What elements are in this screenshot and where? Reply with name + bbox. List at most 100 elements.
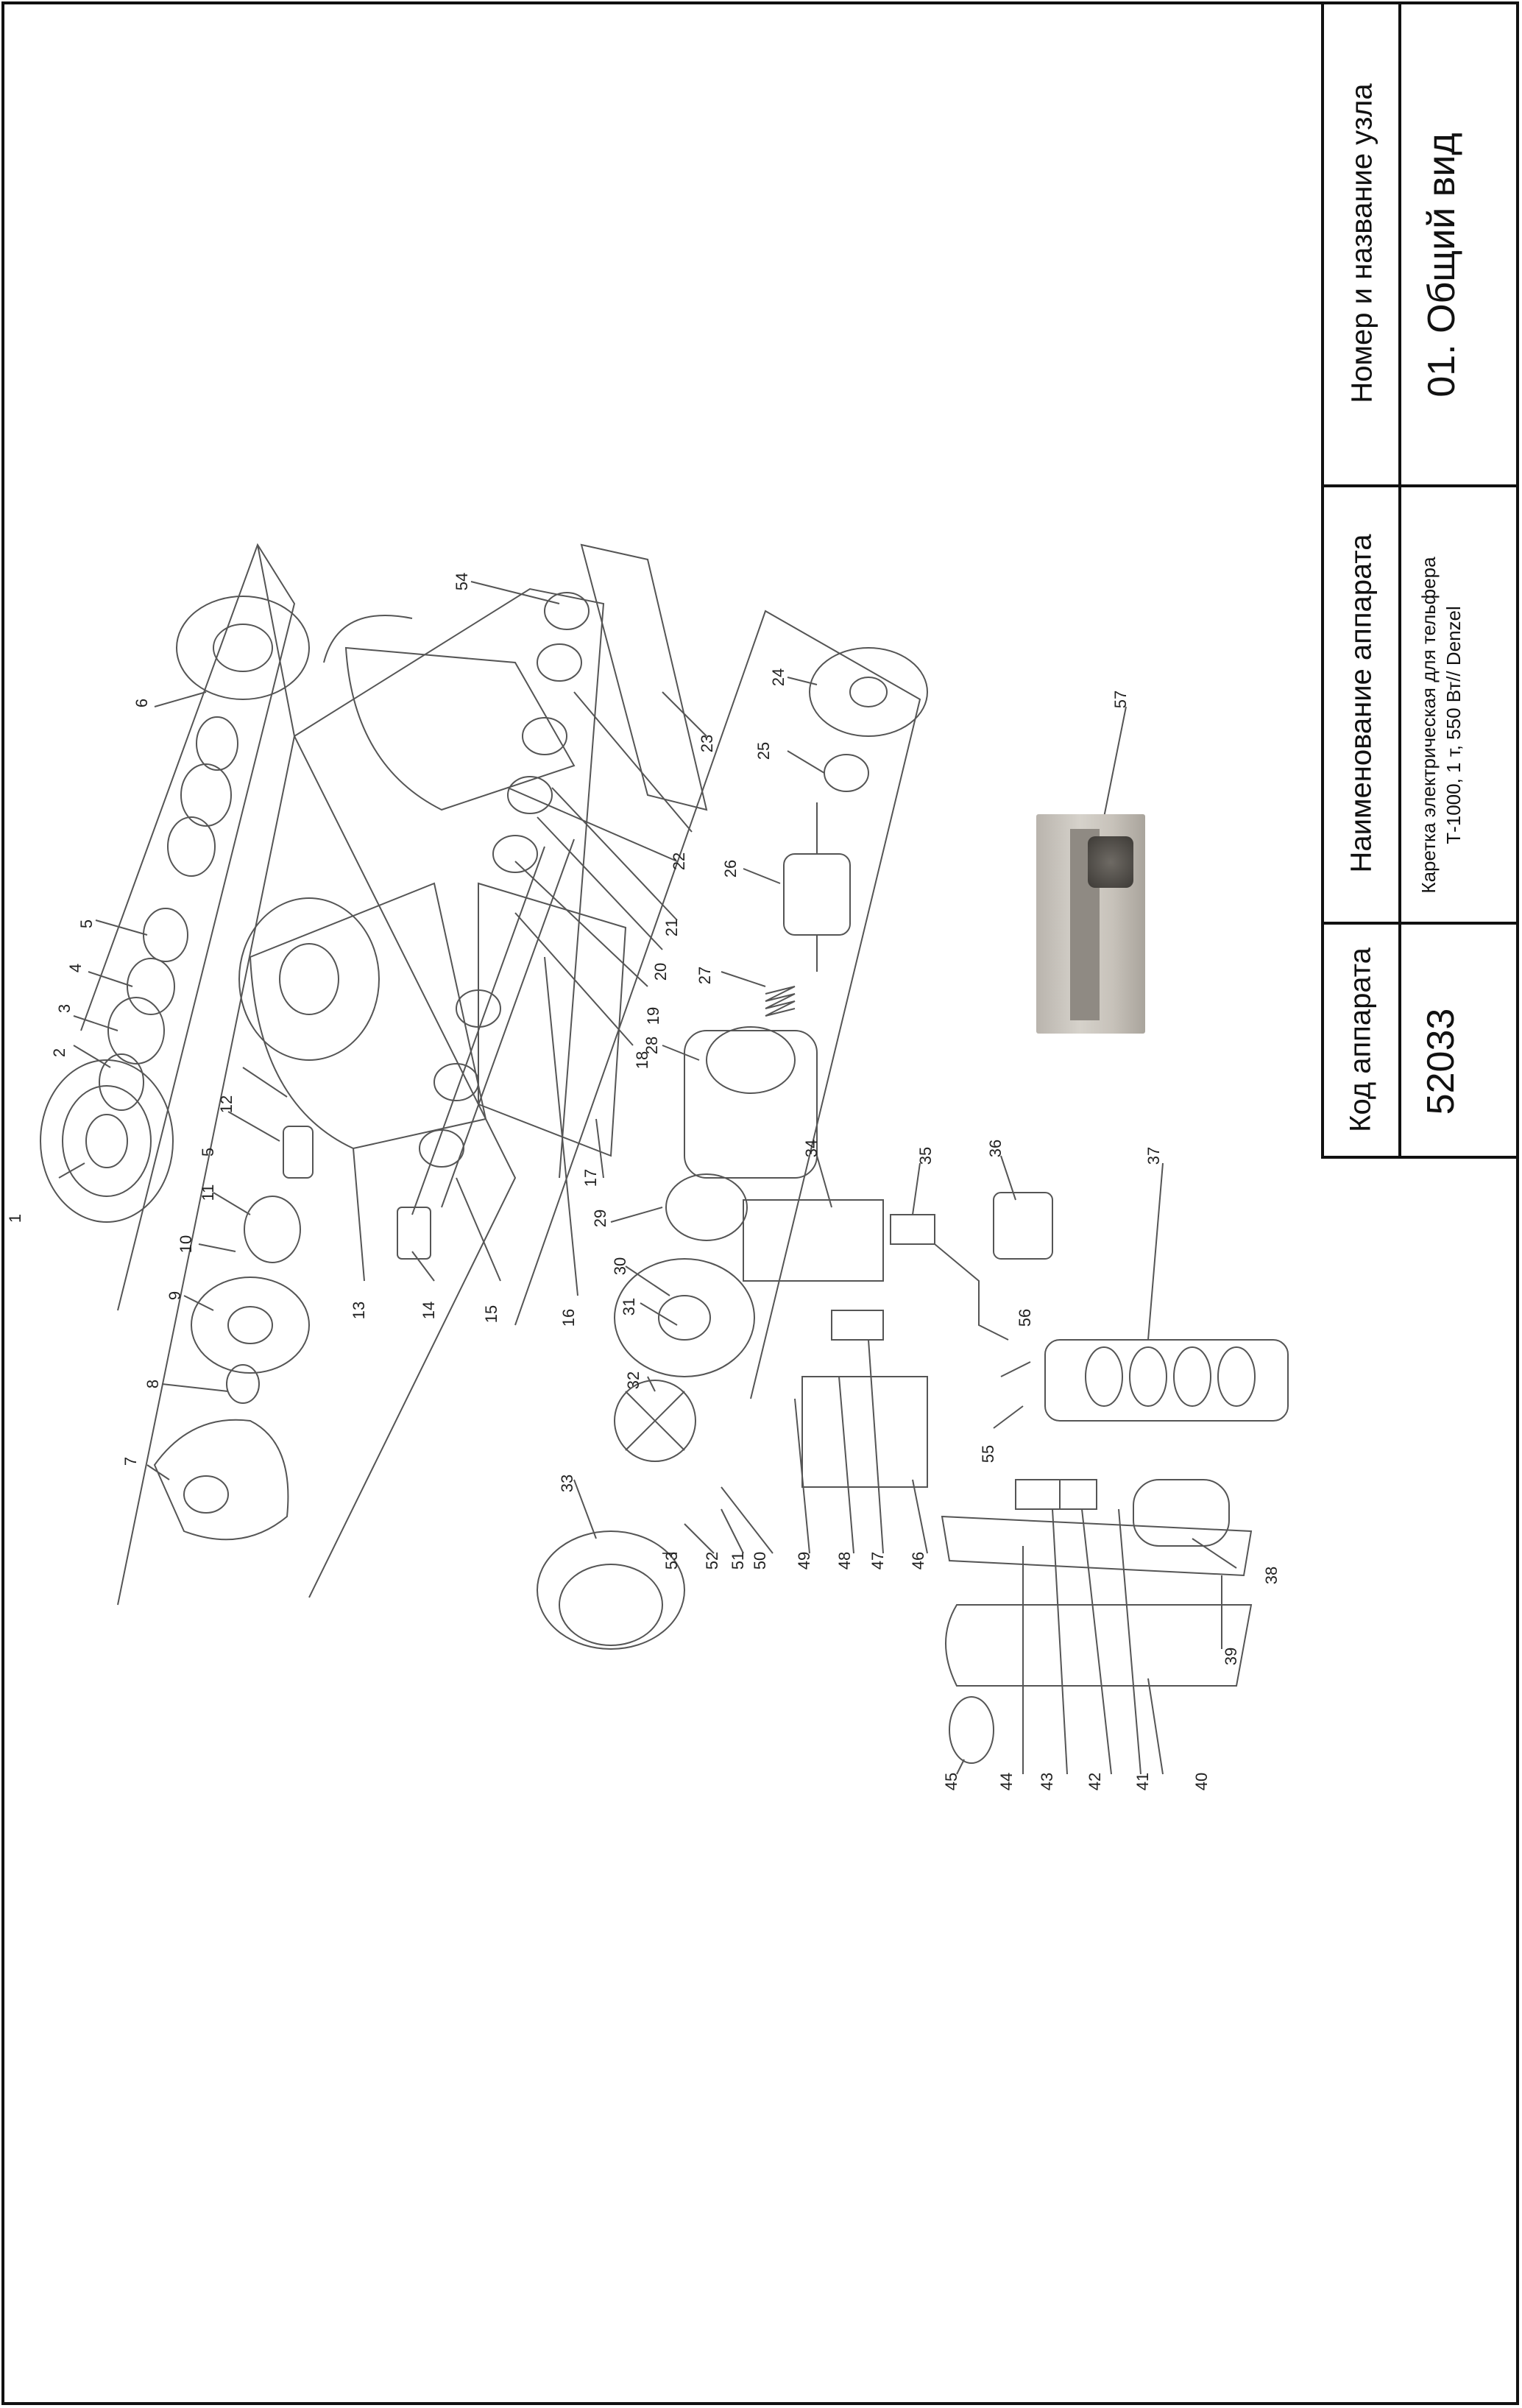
junction-box-35 [743, 1199, 884, 1282]
callout-47: 47 [868, 1552, 887, 1570]
callout-7: 7 [121, 1457, 140, 1466]
callout-20: 20 [651, 963, 670, 981]
callout-32: 32 [624, 1371, 643, 1389]
callout-8: 8 [144, 1380, 162, 1388]
stator-29 [684, 1030, 818, 1179]
end-cap-25 [809, 647, 928, 737]
callout-14: 14 [420, 1302, 438, 1319]
name-value: Каретка электрическая для тельфера Т-100… [1382, 506, 1500, 944]
callout-38: 38 [1262, 1567, 1281, 1584]
ring-2 [99, 1053, 144, 1111]
capacitor-39 [1133, 1479, 1230, 1547]
callout-55: 55 [979, 1445, 997, 1463]
callout-6: 6 [132, 699, 151, 707]
channel-17 [478, 882, 627, 1157]
callout-18: 18 [633, 1051, 651, 1069]
callout-41: 41 [1133, 1773, 1152, 1790]
node-value: 01. Общий вид [1420, 133, 1463, 398]
callout-4: 4 [66, 964, 85, 972]
motor-group-outline [514, 610, 921, 1399]
bearing-11 [244, 1196, 301, 1263]
callout-44: 44 [997, 1773, 1016, 1790]
callout-57: 57 [1111, 691, 1130, 708]
callout-17: 17 [581, 1169, 600, 1187]
callout-36: 36 [986, 1140, 1005, 1157]
gland-46 [949, 1696, 994, 1764]
callout-43: 43 [1038, 1773, 1056, 1790]
callout-2: 2 [50, 1048, 68, 1057]
exploded-assembly-drawing: 1234567891011512131415161718192021222324… [6, 543, 1289, 1790]
rotor-27 [783, 853, 851, 936]
callout-15: 15 [482, 1305, 500, 1323]
plate-13 [249, 882, 487, 1150]
callout-50: 50 [751, 1552, 769, 1570]
callout-52: 52 [703, 1552, 721, 1570]
title-block-row-divider [1324, 922, 1519, 925]
callout-5: 5 [199, 1148, 217, 1157]
gear-9 [191, 1277, 310, 1374]
name-value-line2: Т-1000, 1 т, 550 Вт// Denzel [1443, 606, 1465, 844]
code-value: 52033 [1420, 1008, 1462, 1115]
callout-31: 31 [620, 1298, 638, 1316]
photo-roller [1088, 836, 1133, 888]
callout-48: 48 [835, 1552, 854, 1570]
callout-56: 56 [1016, 1309, 1034, 1327]
channel-24 [580, 543, 708, 811]
callout-33: 33 [558, 1475, 576, 1492]
callout-45: 45 [942, 1773, 960, 1790]
box-47 [801, 1376, 928, 1488]
callout-30: 30 [611, 1257, 629, 1275]
gear-31 [614, 1258, 755, 1377]
callout-34: 34 [802, 1140, 821, 1157]
callout-19: 19 [644, 1007, 662, 1025]
callout-5: 5 [77, 919, 96, 928]
fan-cover-34 [537, 1530, 685, 1650]
callout-9: 9 [166, 1291, 184, 1300]
callout-54: 54 [453, 573, 471, 590]
callout-51: 51 [729, 1552, 747, 1570]
callout-3: 3 [55, 1004, 74, 1013]
callout-35: 35 [916, 1147, 935, 1165]
wheel-30 [665, 1173, 748, 1241]
bearing-8 [226, 1364, 260, 1404]
spring-28 [765, 986, 796, 1017]
callout-39: 39 [1222, 1648, 1240, 1665]
gland-36 [890, 1214, 935, 1245]
callout-27: 27 [695, 967, 714, 984]
housing-40 [941, 1515, 1253, 1577]
housing-41 [945, 1604, 1253, 1687]
callout-49: 49 [795, 1552, 813, 1570]
gear-1 [40, 1059, 174, 1223]
callout-24: 24 [769, 668, 787, 686]
callout-13: 13 [350, 1302, 368, 1319]
callout-25: 25 [754, 742, 773, 760]
title-block-row-divider [1324, 484, 1519, 487]
callout-10: 10 [177, 1235, 195, 1253]
pinion-12 [283, 1126, 314, 1179]
callout-22: 22 [670, 852, 688, 870]
roller-14 [397, 1207, 431, 1260]
terminal-block-48 [831, 1310, 884, 1341]
callout-16: 16 [559, 1309, 578, 1327]
cover-7 [153, 1419, 289, 1541]
spare-part-photo-58 [1036, 814, 1145, 1034]
callout-12: 12 [217, 1095, 236, 1113]
callout-11: 11 [199, 1184, 217, 1201]
callout-23: 23 [698, 735, 716, 752]
bearing-26 [824, 754, 869, 792]
title-block: Номер и название узла 01. Общий вид Наим… [1321, 1, 1519, 1159]
callout-21: 21 [662, 919, 681, 936]
plug-37 [993, 1192, 1053, 1260]
pendant-38 [1044, 1339, 1289, 1422]
washer-4 [127, 958, 175, 1015]
callout-1: 1 [6, 1214, 24, 1223]
callout-42: 42 [1086, 1773, 1104, 1790]
name-value-line1: Каретка электрическая для тельфера [1417, 557, 1440, 894]
callout-37: 37 [1144, 1147, 1163, 1165]
bearing-group-outline [117, 733, 517, 1606]
bearing-3 [107, 997, 165, 1064]
circlip-5 [143, 908, 188, 962]
callout-46: 46 [909, 1552, 927, 1570]
gear-big [238, 897, 380, 1061]
